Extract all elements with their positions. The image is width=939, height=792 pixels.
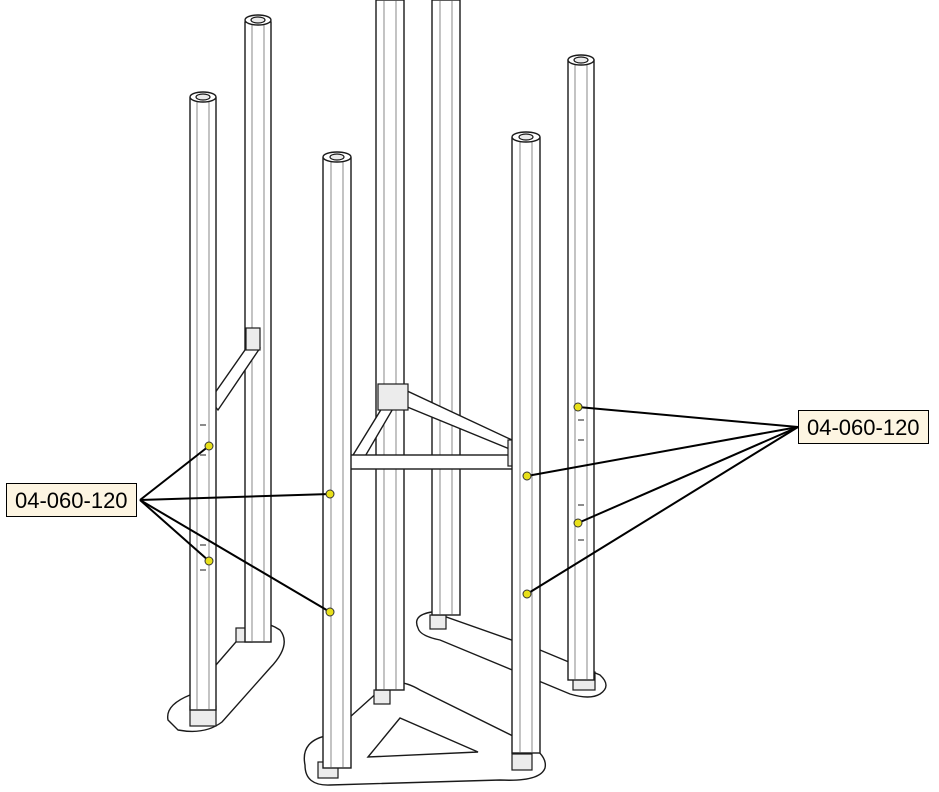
post-back-center-b	[431, 0, 461, 616]
bolt-dot-icon	[325, 489, 335, 499]
leader-lines-right	[526, 406, 799, 595]
brace-center	[344, 383, 523, 470]
bolt-dot-icon	[573, 402, 583, 412]
post-front-center	[322, 151, 352, 769]
leader-lines-left	[139, 445, 331, 613]
post-back-right	[567, 54, 595, 681]
post-front-right	[511, 131, 541, 754]
post-back-center-a	[375, 0, 405, 691]
post-front-left	[189, 91, 217, 711]
part-callout-right: 04-060-120	[798, 410, 929, 444]
bolt-dot-icon	[204, 441, 214, 451]
bolt-dot-icon	[522, 471, 532, 481]
bolt-dot-icon	[573, 518, 583, 528]
bolt-dot-icon	[522, 589, 532, 599]
bolt-dot-icon	[204, 556, 214, 566]
part-callout-left: 04-060-120	[6, 483, 137, 517]
bolt-dot-icon	[325, 607, 335, 617]
bolt-markers	[204, 402, 583, 617]
